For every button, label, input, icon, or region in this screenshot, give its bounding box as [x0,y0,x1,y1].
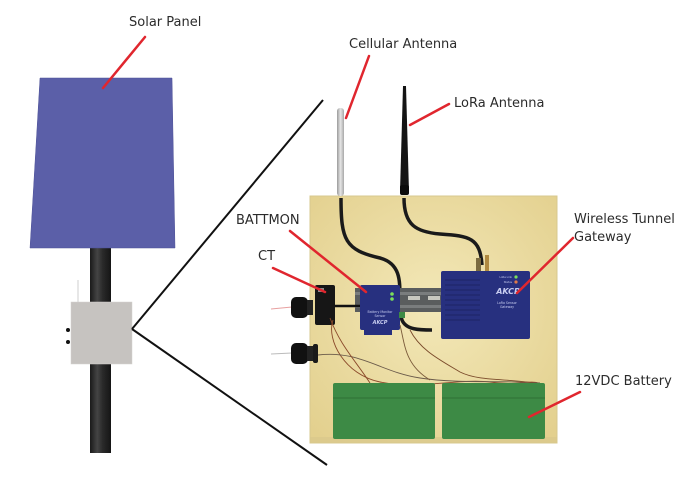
callout-battery [527,390,582,419]
cable-gland-top [270,297,313,318]
battmon-brand: AKCP [372,320,388,326]
callout-gateway [515,236,575,295]
cellular-antenna [337,108,344,196]
zoom-line-bottom [131,328,328,466]
lora-cable [402,197,484,266]
callout-lines [101,35,582,419]
lora-antenna [400,86,409,192]
battery-left [333,383,435,439]
label-battery: 12VDC Battery [575,374,672,389]
gateway-device: LoRa Link Status AKCP LoRa Sensor Gatewa… [441,255,530,339]
label-cellular-antenna: Cellular Antenna [349,37,458,52]
battmon-device-name-2: Sensor [375,314,387,318]
label-battmon: BATTMON [236,213,300,228]
gateway-name-2: Gateway [500,305,514,309]
gateway-name-1: LoRa Sensor [497,301,517,305]
cellular-cable [339,197,433,332]
callout-solar-panel [101,35,147,90]
callout-ct [271,266,327,294]
gateway-led-label-2: Status [504,280,513,284]
cable-gland-bottom [270,343,318,364]
label-lora-antenna: LoRa Antenna [454,96,545,111]
battmon-device-name-1: Battery Monitor [368,310,394,314]
callout-cellular-antenna [344,54,371,120]
ct-sensor [315,285,335,325]
callout-lora-antenna [408,102,451,127]
callout-battmon [288,229,368,294]
battmon-device: Battery Monitor Sensor AKCP [360,285,400,335]
battery-right [442,383,545,439]
label-wireless-tunnel-gateway-2: Gateway [574,230,632,245]
label-wireless-tunnel-gateway-1: Wireless Tunnel [574,212,675,227]
solar-panel [29,77,176,249]
zoom-line-top [131,99,324,330]
junction-box [70,301,133,365]
label-ct: CT [258,249,276,264]
label-solar-panel: Solar Panel [129,15,202,30]
gateway-led-label-1: LoRa Link [500,275,513,279]
gateway-brand: AKCP [495,287,520,296]
